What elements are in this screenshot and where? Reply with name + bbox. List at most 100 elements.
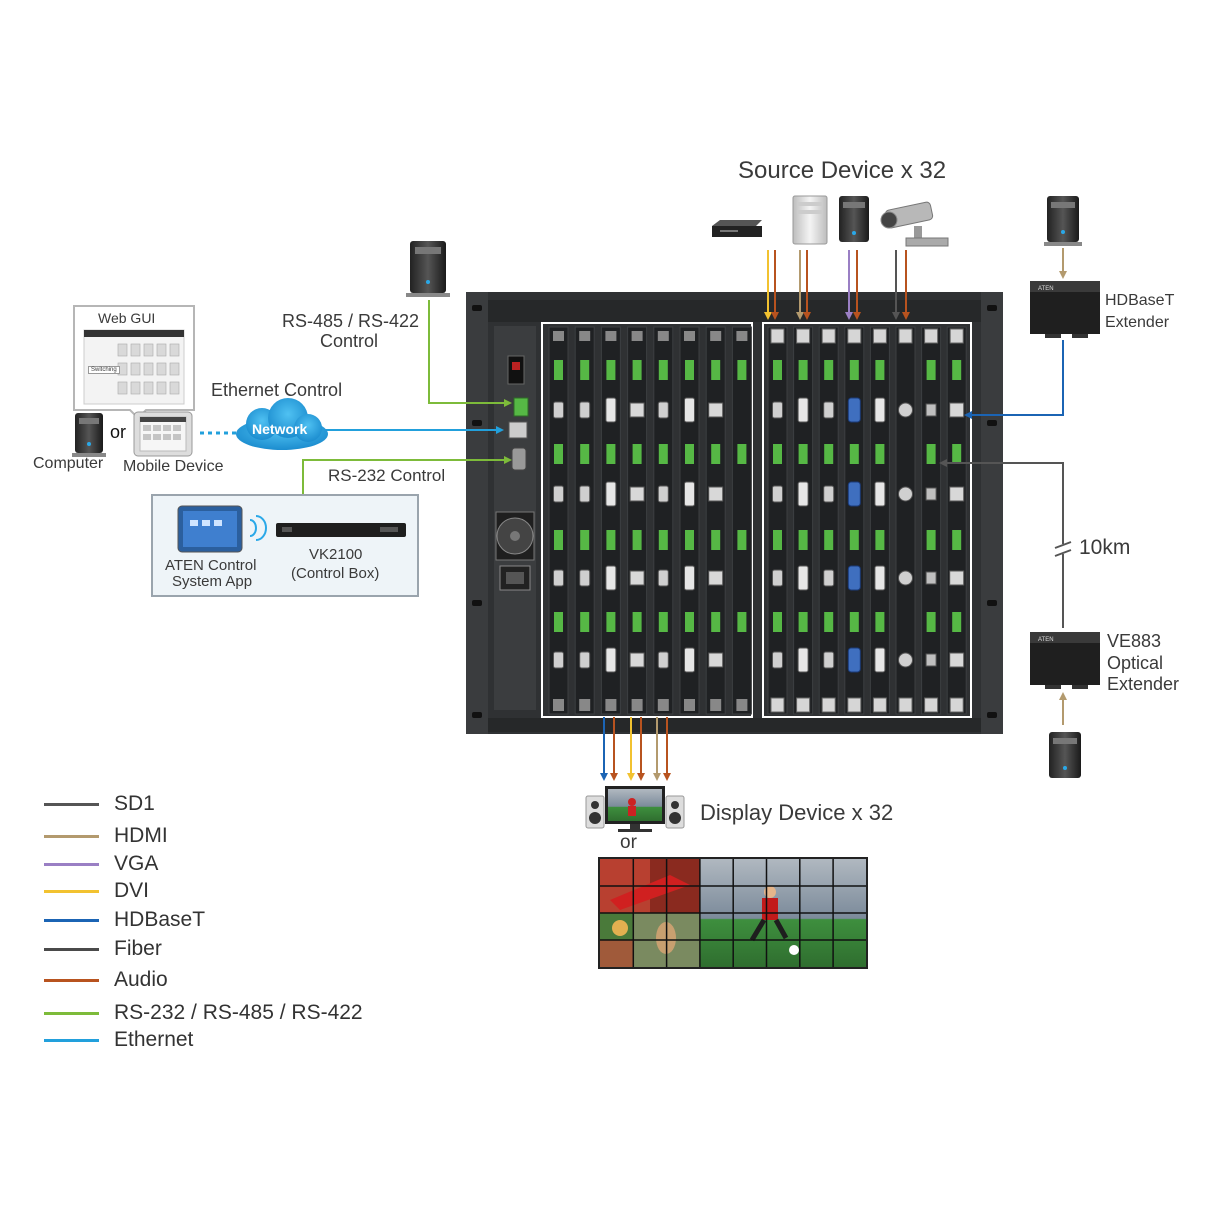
legend-label: Ethernet <box>114 1028 194 1051</box>
terminal-block <box>875 612 885 632</box>
card-latch <box>553 331 564 341</box>
ve883-label-line2: Optical <box>1107 653 1164 673</box>
card-latch <box>631 331 643 341</box>
web-gui-switching-button[interactable]: Switching <box>88 366 120 374</box>
card-latch <box>605 331 617 341</box>
card-latch <box>553 699 564 711</box>
terminal-block <box>952 444 962 464</box>
hdmi-port <box>579 401 591 419</box>
legend-label: DVI <box>114 879 150 902</box>
distance-label: 10km <box>1079 536 1131 559</box>
terminal-block <box>849 444 859 464</box>
output-card <box>731 326 752 715</box>
or-label: or <box>110 422 127 442</box>
legend-swatch <box>44 978 99 982</box>
web-gui-title: Web GUI <box>98 310 156 326</box>
terminal-block <box>798 444 808 464</box>
terminal-block <box>711 444 721 464</box>
hdbaset-extender-line2: Extender <box>1105 314 1170 331</box>
ve883-label-line1: VE883 <box>1107 631 1162 651</box>
terminal-block <box>658 360 668 380</box>
gui-tile <box>130 362 141 376</box>
aten-app-label-line2: System App <box>172 573 253 590</box>
output-card <box>653 326 674 715</box>
mobile-device-label: Mobile Device <box>123 458 224 475</box>
legend-item: HDMI <box>44 824 168 848</box>
terminal-block <box>798 530 808 550</box>
hdmi-port <box>553 569 564 587</box>
gui-tile <box>130 343 141 357</box>
input-card <box>921 326 942 715</box>
gui-tile <box>143 343 154 357</box>
hdmi-port <box>772 569 783 587</box>
hdmi-port <box>657 569 669 587</box>
rj45-port <box>708 402 724 418</box>
card-latch <box>736 699 748 711</box>
rj45-port <box>949 570 965 586</box>
vga-port <box>847 481 861 507</box>
display-title: Display Device x 32 <box>700 800 894 825</box>
ve883-extender-icon: ATEN <box>1030 632 1100 689</box>
legend-item: RS-232 / RS-485 / RS-422 <box>44 1001 363 1025</box>
terminal-block <box>632 360 642 380</box>
card-latch <box>821 328 836 344</box>
legend-swatch <box>44 834 99 838</box>
security-camera-icon <box>880 201 949 247</box>
terminal-block <box>554 530 563 550</box>
terminal-block <box>632 530 642 550</box>
card-latch <box>736 331 748 341</box>
terminal-block <box>824 530 834 550</box>
output-card <box>600 326 621 715</box>
output-card <box>705 326 726 715</box>
terminal-block <box>632 444 642 464</box>
card-latch <box>898 697 913 713</box>
sdi-port <box>898 402 913 418</box>
pc-tower-icon <box>839 196 869 242</box>
sdi-port <box>898 570 913 586</box>
input-card <box>767 326 788 715</box>
output-card <box>548 326 569 715</box>
rs232-control-label: RS-232 Control <box>328 466 446 485</box>
terminal-block <box>711 360 721 380</box>
terminal-block <box>606 612 616 632</box>
terminal-block <box>798 612 808 632</box>
terminal-block <box>685 360 694 380</box>
input-card <box>946 326 967 715</box>
rj45-port <box>708 486 724 502</box>
card-latch <box>872 697 887 713</box>
rj45-port <box>949 652 965 668</box>
vga-port <box>847 397 861 423</box>
speaker-left-icon <box>585 795 605 829</box>
terminal-block <box>737 530 747 550</box>
fiber-break-mark <box>1054 541 1072 557</box>
gui-tile <box>169 381 180 395</box>
fiber-link <box>939 459 1064 628</box>
legend-item: DVI <box>44 879 149 903</box>
hdmi-port <box>553 485 564 503</box>
dvi-port <box>684 647 695 673</box>
output-card <box>627 326 648 715</box>
terminal-block <box>875 444 885 464</box>
rj45-port <box>629 652 645 668</box>
ethernet-control-label: Ethernet Control <box>211 380 343 400</box>
card-latch <box>949 697 964 713</box>
card-latch <box>684 699 695 711</box>
sdi-port <box>898 486 913 502</box>
terminal-block <box>952 360 962 380</box>
terminal-block <box>875 530 885 550</box>
terminal-block <box>849 530 859 550</box>
legend-label: VGA <box>114 852 159 875</box>
computer-label: Computer <box>33 455 104 472</box>
rj45-port <box>949 402 965 418</box>
legend-item: HDBaseT <box>44 908 205 932</box>
card-latch <box>847 697 862 713</box>
legend-label: HDBaseT <box>114 908 206 931</box>
vk2100-label-line1: VK2100 <box>309 546 363 563</box>
hdbaset-source-pc-icon <box>1044 196 1082 246</box>
dvi-port <box>605 397 617 423</box>
output-card <box>679 326 700 715</box>
legend-swatch <box>44 802 99 806</box>
hdmi-port <box>553 651 564 669</box>
dvi-port <box>605 481 617 507</box>
terminal-block <box>606 530 616 550</box>
